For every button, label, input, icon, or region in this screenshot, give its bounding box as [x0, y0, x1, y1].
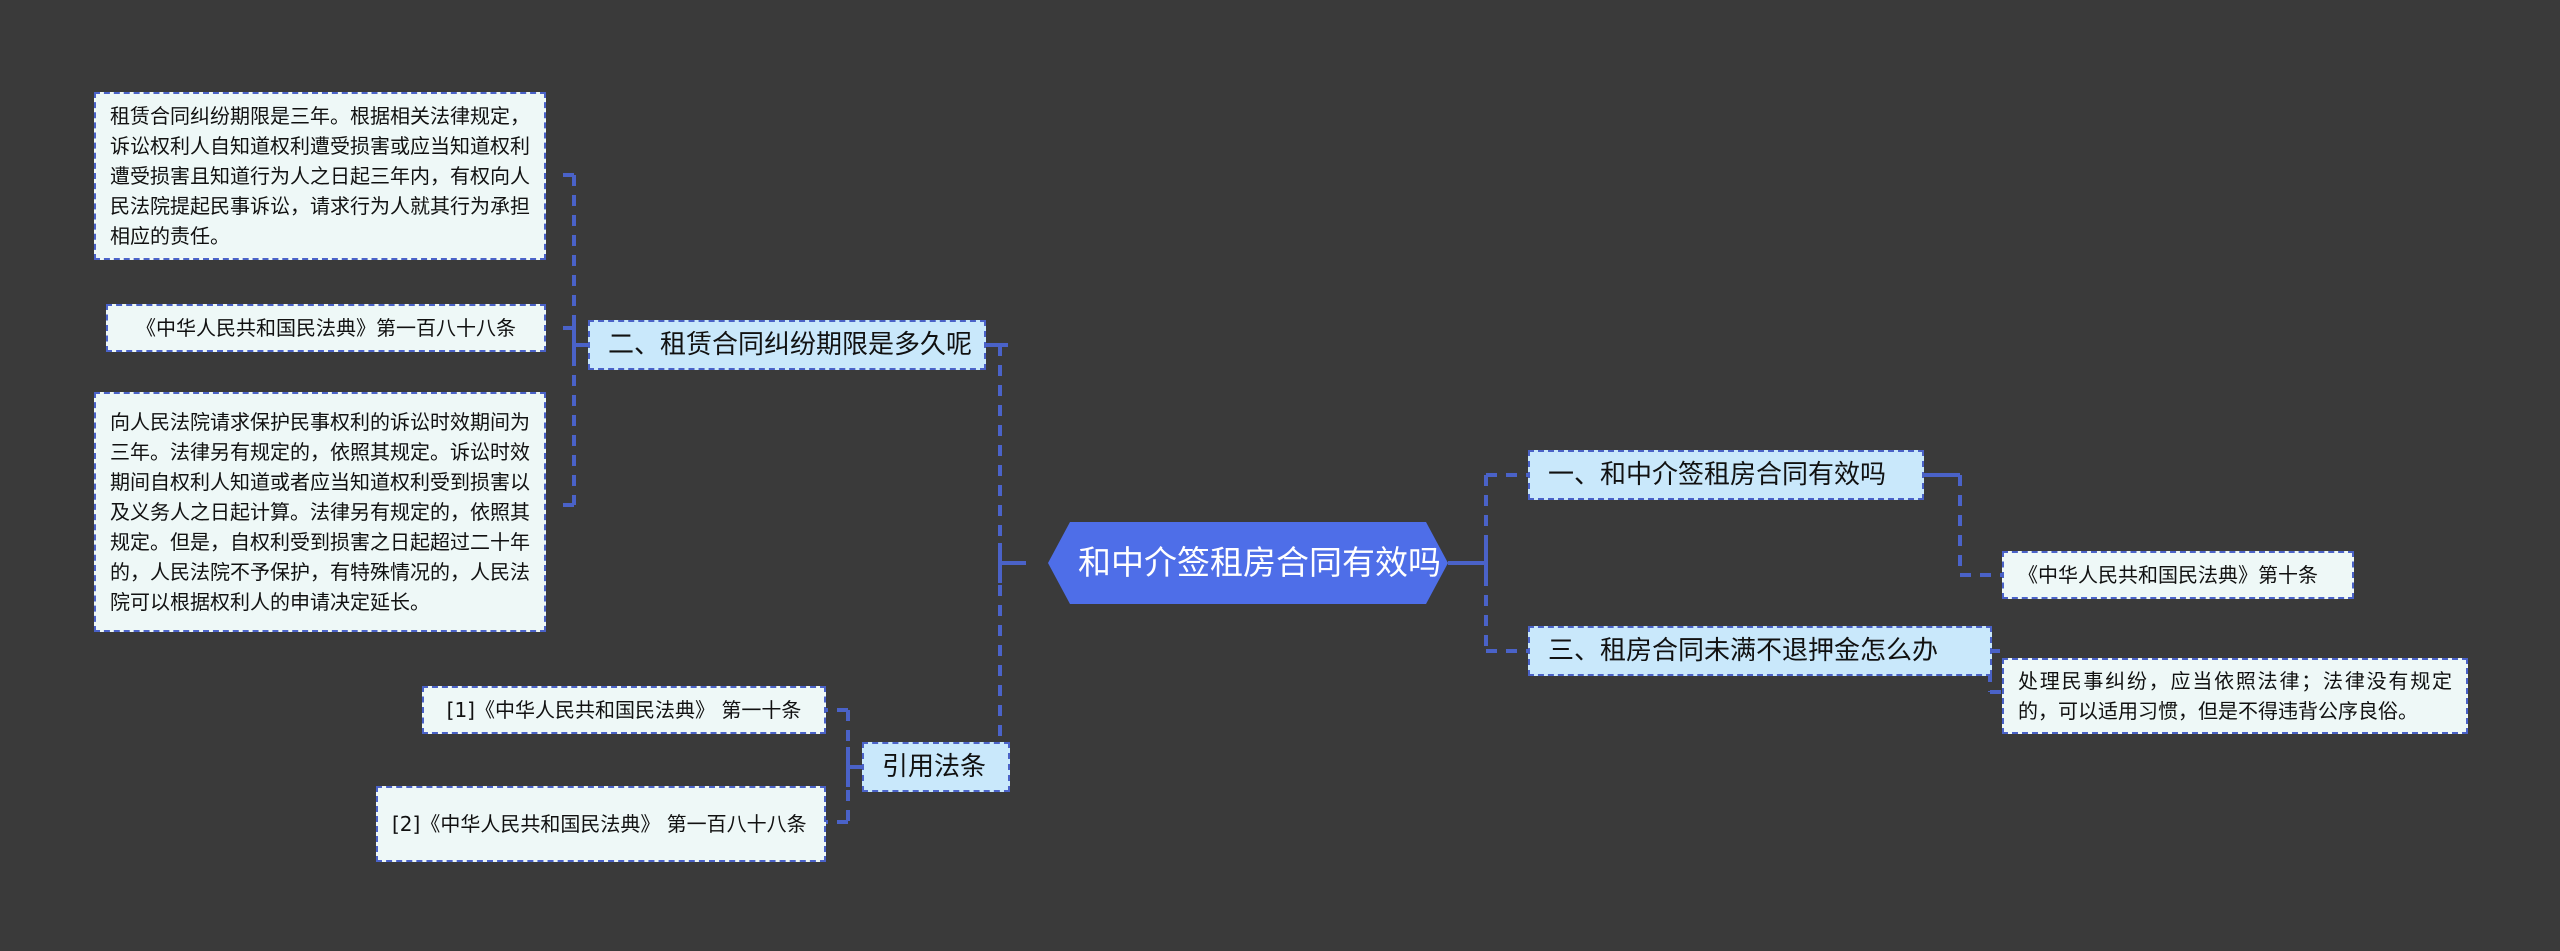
leaf-rent-dispute-period[interactable]: 租赁合同纠纷期限是三年。根据相关法律规定，诉讼权利人自知道权利遭受损害或应当知道… — [94, 92, 546, 260]
leaf-citation-two-text: [2]《中华人民共和国民法典》 第一百八十八条 — [392, 812, 807, 836]
leaf-code-article-ten[interactable]: 《中华人民共和国民法典》第十条 — [2002, 551, 2354, 599]
leaf-article-ten-body[interactable]: 处理民事纠纷，应当依照法律；法律没有规定的，可以适用习惯，但是不得违背公序良俗。 — [2002, 658, 2468, 734]
topic-node-three[interactable]: 三、租房合同未满不退押金怎么办 — [1528, 626, 1992, 676]
leaf-citation-two[interactable]: [2]《中华人民共和国民法典》 第一百八十八条 — [376, 786, 826, 862]
topic-node-citations-label: 引用法条 — [882, 751, 987, 782]
leaf-citation-one[interactable]: [1]《中华人民共和国民法典》 第一十条 — [422, 686, 826, 734]
leaf-code-article-188[interactable]: 《中华人民共和国民法典》第一百八十八条 — [106, 304, 546, 352]
leaf-rent-dispute-period-text: 租赁合同纠纷期限是三年。根据相关法律规定，诉讼权利人自知道权利遭受损害或应当知道… — [110, 104, 530, 248]
topic-node-two[interactable]: 二、租赁合同纠纷期限是多久呢 — [588, 320, 986, 370]
topic-node-one[interactable]: 一、和中介签租房合同有效吗 — [1528, 450, 1924, 500]
topic-node-citations[interactable]: 引用法条 — [862, 742, 1010, 792]
leaf-citation-one-text: [1]《中华人民共和国民法典》 第一十条 — [446, 698, 802, 722]
leaf-article-ten-body-text: 处理民事纠纷，应当依照法律；法律没有规定的，可以适用习惯，但是不得违背公序良俗。 — [2018, 669, 2452, 723]
root-node-label: 和中介签租房合同有效吗 — [1078, 543, 1441, 583]
leaf-article-188-body-text: 向人民法院请求保护民事权利的诉讼时效期间为三年。法律另有规定的，依照其规定。诉讼… — [110, 410, 530, 614]
topic-node-three-label: 三、租房合同未满不退押金怎么办 — [1548, 635, 1939, 666]
leaf-code-article-188-text: 《中华人民共和国民法典》第一百八十八条 — [136, 316, 516, 340]
topic-node-two-label: 二、租赁合同纠纷期限是多久呢 — [608, 329, 973, 360]
topic-node-one-label: 一、和中介签租房合同有效吗 — [1548, 459, 1887, 490]
root-node[interactable]: 和中介签租房合同有效吗 — [1048, 522, 1448, 604]
leaf-code-article-ten-text: 《中华人民共和国民法典》第十条 — [2018, 563, 2318, 587]
leaf-article-188-body[interactable]: 向人民法院请求保护民事权利的诉讼时效期间为三年。法律另有规定的，依照其规定。诉讼… — [94, 392, 546, 632]
